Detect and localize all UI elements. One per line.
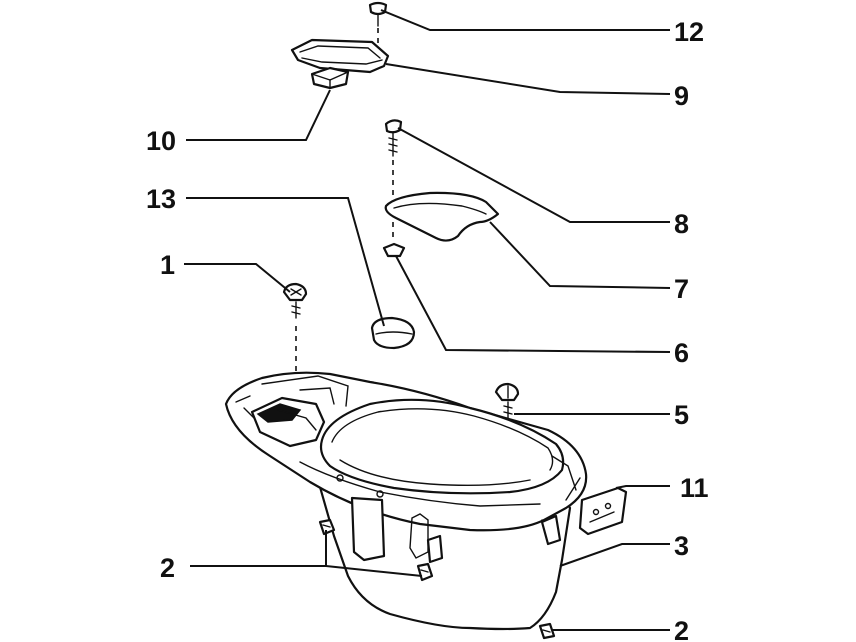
leader-10 [186,89,331,141]
callout-labels: 12 9 10 13 8 1 7 6 5 11 3 2 2 [146,17,709,642]
callout-7: 7 [674,274,689,304]
bracket-part-11 [578,486,628,536]
leader-6 [395,255,671,353]
leader-3 [559,543,670,567]
leader-2a [190,530,327,567]
leader-lines [184,9,671,631]
screw-part-8 [384,119,403,200]
cover-part-7 [384,191,500,242]
leader-8 [397,127,670,223]
callout-8: 8 [674,209,689,239]
lid-part-9 [290,38,390,74]
leader-12 [380,9,670,31]
leader-9 [385,63,671,95]
leader-1 [184,263,291,293]
leader-7 [489,221,671,289]
callout-13: 13 [146,184,176,214]
clip-part-6 [382,242,406,258]
leader-2b [325,565,423,577]
compartment-part-3 [224,371,588,631]
callout-1: 1 [160,250,175,280]
plug-part-13 [370,316,416,350]
callout-2-bottom: 2 [674,616,689,642]
clip-part-2-bottom [538,622,556,640]
pad-part-10 [310,66,350,90]
callout-10: 10 [146,126,176,156]
clip-part-2-left [318,518,336,536]
callout-9: 9 [674,81,689,111]
screw-part-1 [282,282,308,382]
callout-2-left: 2 [160,553,175,583]
callout-6: 6 [674,338,689,368]
leader-13 [186,197,385,327]
leader-11 [615,485,670,489]
callout-5: 5 [674,400,689,430]
screw-part-12 [368,1,388,44]
callout-3: 3 [674,531,689,561]
callout-12: 12 [674,17,704,47]
callout-11: 11 [680,473,709,503]
